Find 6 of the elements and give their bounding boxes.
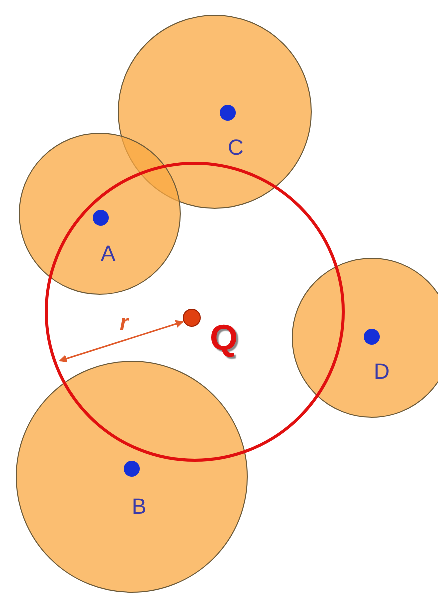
point-label: B xyxy=(132,496,147,518)
point-label: D xyxy=(374,361,390,383)
query-label: Q xyxy=(210,320,238,356)
point-label: C xyxy=(228,137,244,159)
radius-label: r xyxy=(120,310,129,336)
point-label: A xyxy=(101,243,116,265)
